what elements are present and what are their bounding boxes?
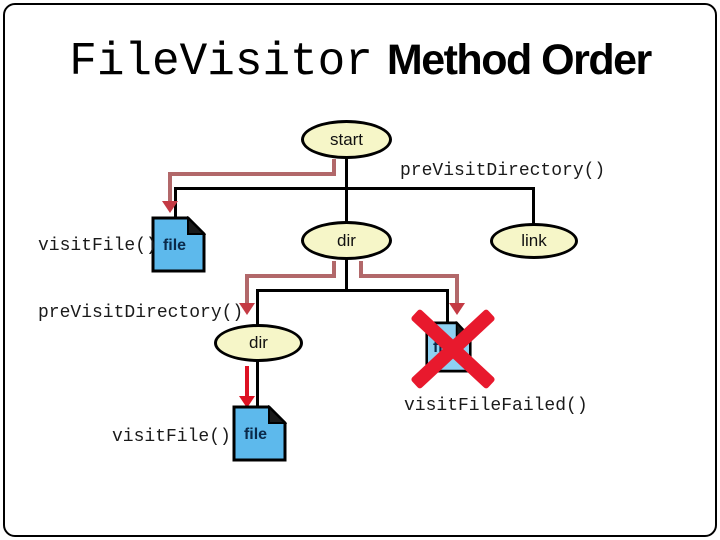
flow-arrow-dir1-failed-seg3 (455, 274, 459, 304)
flow-arrow-start-file-seg2 (168, 172, 336, 176)
annotation-visit-file-failed: visitFileFailed() (404, 396, 588, 416)
file-icon-2: file (232, 405, 287, 462)
flow-arrow-dir1-dir2-seg2 (245, 274, 336, 278)
tree-line-to-dir1 (345, 189, 348, 222)
file-icon-1: file (151, 216, 206, 273)
tree-line-dir2-to-file2 (256, 361, 259, 407)
node-dir-1: dir (301, 221, 392, 260)
title-code-part: FileVisitor (69, 36, 373, 88)
node-dir-2-label: dir (249, 333, 268, 352)
tree-line-to-link (532, 189, 535, 224)
file-icon-1-label: file (162, 236, 187, 254)
node-dir-2: dir (214, 324, 303, 362)
annotation-visit-file-bottom: visitFile() (112, 427, 231, 447)
flow-arrow-dir1-failed-seg2 (359, 274, 459, 278)
flow-arrow-start-file-head-icon (162, 201, 178, 213)
flow-arrow-dir1-dir2-seg3 (245, 274, 249, 304)
title-text-part: Method Order (386, 36, 652, 84)
tree-line-level1-horizontal (174, 187, 535, 190)
document-icon (151, 216, 206, 273)
node-start-label: start (329, 129, 364, 149)
annotation-previsit-directory-left: preVisitDirectory() (38, 303, 244, 323)
flow-arrow-dir1-dir2-seg1 (332, 261, 336, 277)
flow-arrow-dir1-failed-head-icon (449, 303, 465, 315)
node-link-label: link (521, 231, 547, 250)
annotation-previsit-directory-top: preVisitDirectory() (400, 161, 606, 181)
flow-arrow-start-file-seg3 (168, 172, 172, 202)
node-dir-1-label: dir (337, 230, 356, 250)
tree-line-to-failed-file (446, 291, 449, 323)
file-icon-2-label: file (243, 425, 268, 443)
slide-border (3, 3, 717, 537)
flow-arrow-dir1-dir2-head-icon (239, 303, 255, 315)
flow-arrow-dir1-failed-seg1 (359, 261, 363, 277)
node-link: link (490, 223, 578, 259)
flow-arrow-start-file-seg1 (332, 159, 336, 176)
page-title: FileVisitor Method Order (0, 36, 720, 88)
tree-line-dir1-down (345, 259, 348, 291)
document-icon (232, 405, 287, 462)
tree-line-to-dir2 (256, 291, 259, 325)
tree-line-level2-horizontal (256, 289, 449, 292)
visit-arrow-dir2-file2-seg (245, 366, 249, 397)
annotation-visit-file-top: visitFile() (38, 236, 157, 256)
node-start: start (301, 120, 392, 159)
visit-arrow-dir2-file2-head-icon (239, 396, 255, 408)
tree-line-start-down (345, 157, 348, 189)
